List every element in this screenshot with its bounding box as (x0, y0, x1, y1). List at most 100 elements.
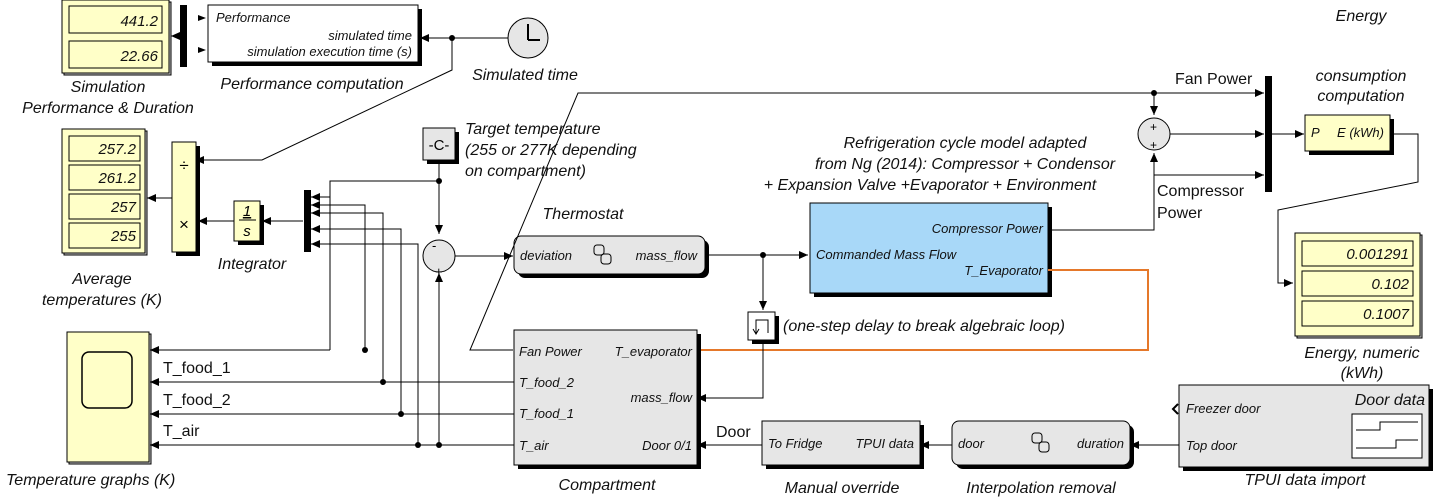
energy-displays-label-2: (kWh) (1341, 365, 1384, 382)
target-label-3: on compartment) (465, 163, 586, 180)
stateflow-icon-2 (1031, 432, 1050, 453)
scope-block[interactable] (66, 331, 152, 465)
sum-power-bottom: + (1150, 138, 1157, 152)
integrator-label: Integrator (218, 256, 287, 273)
compartment-port-food1: T_food_1 (519, 406, 574, 421)
energy-title-2: consumption (1316, 68, 1407, 85)
target-constant-text: -C- (429, 137, 450, 154)
scope-label: Temperature graphs (K) (6, 472, 175, 489)
sum-power[interactable]: + + (1137, 117, 1171, 152)
power-mux-bar[interactable] (1265, 76, 1272, 192)
energy-port-out: E (kWh) (1337, 125, 1384, 140)
signal-t-food-2: T_food_2 (163, 392, 231, 409)
performance-port-1: simulated time (328, 28, 412, 43)
compartment-in-fan: Fan Power (519, 344, 583, 359)
refrig-title-3: + Expansion Valve +Evaporator + Environm… (764, 177, 1097, 194)
interp-in: door (958, 436, 985, 451)
temp-mux-bar[interactable] (304, 190, 311, 252)
energy-port-in: P (1311, 125, 1320, 140)
divide-block[interactable]: ÷ × (171, 141, 200, 256)
energy-displays-label-1: Energy, numeric (1304, 345, 1419, 362)
stateflow-icon (593, 244, 612, 265)
compressor-power-label-1: Compressor (1157, 183, 1245, 200)
override-in: To Fridge (768, 436, 822, 451)
clock-label: Simulated time (472, 67, 578, 84)
override-out: TPUI data (855, 436, 914, 451)
compartment-port-massflow: mass_flow (631, 390, 694, 405)
manual-override-block[interactable]: To Fridge TPUI data (761, 420, 924, 469)
interpolation-label: Interpolation removal (966, 480, 1116, 497)
energy-display-1: 0.001291 (1346, 246, 1409, 263)
compartment-port-air: T_air (519, 438, 549, 453)
interpolation-block[interactable]: door duration (951, 420, 1134, 469)
avg-label-1: Average (71, 271, 131, 288)
refrig-port-compressor: Compressor Power (932, 221, 1044, 236)
performance-displays[interactable]: 441.2 22.66 (61, 0, 172, 76)
energy-block[interactable]: P E (kWh) (1304, 114, 1394, 155)
perf-display-2: 22.66 (119, 48, 158, 65)
compartment-port-door: Door 0/1 (642, 438, 692, 453)
energy-display-3: 0.1007 (1363, 306, 1410, 323)
delay-block[interactable] (747, 311, 779, 344)
sum-deviation-bottom: + (435, 264, 443, 279)
avg-display-2: 261.2 (97, 170, 136, 187)
performance-port-2: simulation execution time (s) (247, 44, 412, 59)
door-data-block[interactable]: Door data Freezer door Top door (1178, 384, 1433, 471)
avg-display-4: 255 (110, 228, 137, 245)
perf-display-1: 441.2 (120, 13, 158, 30)
average-displays[interactable]: 257.2 261.2 257 255 (61, 128, 148, 256)
thermostat-in: deviation (520, 248, 572, 263)
refrig-title-1: Refrigeration cycle model adapted (844, 135, 1088, 152)
signal-t-food-1: T_food_1 (163, 360, 231, 377)
energy-displays[interactable]: 0.001291 0.102 0.1007 (1294, 232, 1423, 339)
integrator-den: s (243, 223, 251, 240)
integrator-num: 1 (243, 203, 251, 220)
sum-deviation-top: - (432, 238, 436, 253)
compartment-block[interactable]: Fan Power T_evaporator T_food_2 mass_flo… (513, 329, 701, 469)
door-data-port-1: Freezer door (1186, 401, 1261, 416)
delay-label: (one-step delay to break algebraic loop) (783, 318, 1065, 335)
sum-power-top: + (1150, 120, 1157, 134)
door-data-label: TPUI data import (1245, 472, 1366, 489)
energy-display-2: 0.102 (1371, 276, 1409, 293)
door-data-port-2: Top door (1186, 438, 1238, 453)
refrig-port-evaporator: T_Evaporator (964, 263, 1043, 278)
compartment-out-tevap: T_evaporator (615, 344, 693, 359)
avg-display-1: 257.2 (97, 141, 136, 158)
perf-displays-label-2: Performance & Duration (22, 100, 194, 117)
compartment-port-food2: T_food_2 (519, 375, 575, 390)
signal-t-air: T_air (163, 423, 200, 440)
integrator-block[interactable]: 1 s (233, 200, 264, 245)
performance-title: Performance (216, 10, 290, 25)
refrig-port-commanded: Commanded Mass Flow (816, 247, 958, 262)
clock-block[interactable] (507, 17, 549, 59)
compressor-power-label-2: Power (1157, 205, 1203, 222)
interp-out: duration (1077, 436, 1124, 451)
fan-power-label: Fan Power (1175, 71, 1253, 88)
performance-label: Performance computation (220, 76, 403, 93)
energy-title-3: computation (1317, 88, 1404, 105)
sum-deviation[interactable]: - + (422, 238, 456, 279)
avg-display-3: 257 (110, 199, 137, 216)
target-constant[interactable]: -C- (422, 127, 459, 164)
door-data-title: Door data (1355, 392, 1425, 409)
divide-bottom: × (179, 215, 189, 234)
avg-label-2: temperatures (K) (42, 292, 162, 309)
target-label-2: (255 or 277K depending (465, 142, 637, 159)
refrig-title-2: from Ng (2014): Compressor + Condensor (815, 156, 1116, 173)
perf-displays-label-1: Simulation (71, 79, 146, 96)
manual-override-label: Manual override (785, 480, 900, 497)
compartment-label: Compartment (559, 477, 656, 494)
target-label-1: Target temperature (465, 121, 601, 138)
performance-block[interactable]: Performance simulated time simulation ex… (207, 4, 422, 66)
divide-top: ÷ (179, 156, 188, 175)
thermostat-out: mass_flow (636, 248, 699, 263)
signal-builder-icon (1351, 413, 1423, 459)
thermostat-block[interactable]: deviation mass_flow (513, 235, 709, 278)
refrigeration-subsystem[interactable]: Compressor Power Commanded Mass Flow T_E… (809, 202, 1052, 297)
energy-title-1: Energy (1336, 8, 1388, 25)
thermostat-title: Thermostat (543, 206, 624, 223)
perf-mux-bar[interactable] (180, 5, 187, 67)
signal-door: Door (716, 424, 751, 441)
